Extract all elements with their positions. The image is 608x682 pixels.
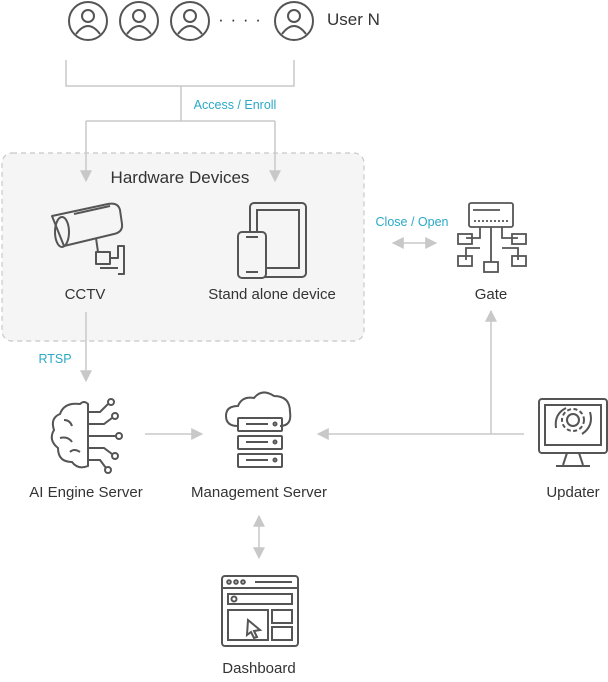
- gate-network-icon: [457, 202, 527, 273]
- dashboard-label: Dashboard: [222, 660, 296, 677]
- users-to-devices-connector: [65, 60, 295, 183]
- updater-label: Updater: [546, 484, 600, 501]
- hardware-devices-title: Hardware Devices: [110, 168, 250, 187]
- user-n-label: User N: [327, 10, 380, 29]
- access-enroll-label: Access / Enroll: [193, 98, 277, 112]
- ai-engine-brain-icon: [50, 398, 123, 474]
- management-server-label: Management Server: [191, 484, 327, 501]
- cctv-label: CCTV: [64, 286, 106, 303]
- standalone-device-icon: [237, 202, 307, 279]
- user-n-icon: [274, 1, 314, 41]
- cctv-camera-icon: [51, 202, 125, 275]
- hardware-devices-group: [1, 152, 365, 342]
- user-3-icon: [170, 1, 210, 41]
- management-server-icon: [224, 391, 292, 468]
- close-open-label: Close / Open: [375, 215, 449, 229]
- rtsp-label: RTSP: [38, 352, 72, 366]
- dashboard-window-icon: [221, 575, 299, 647]
- ai-engine-label: AI Engine Server: [29, 484, 143, 501]
- users-ellipsis: · · · ·: [218, 10, 262, 29]
- standalone-device-label: Stand alone device: [208, 286, 336, 303]
- user-2-icon: [119, 1, 159, 41]
- updater-monitor-icon: [538, 398, 608, 467]
- gate-label: Gate: [474, 286, 508, 303]
- updater-connectors: [316, 309, 524, 440]
- user-1-icon: [68, 1, 108, 41]
